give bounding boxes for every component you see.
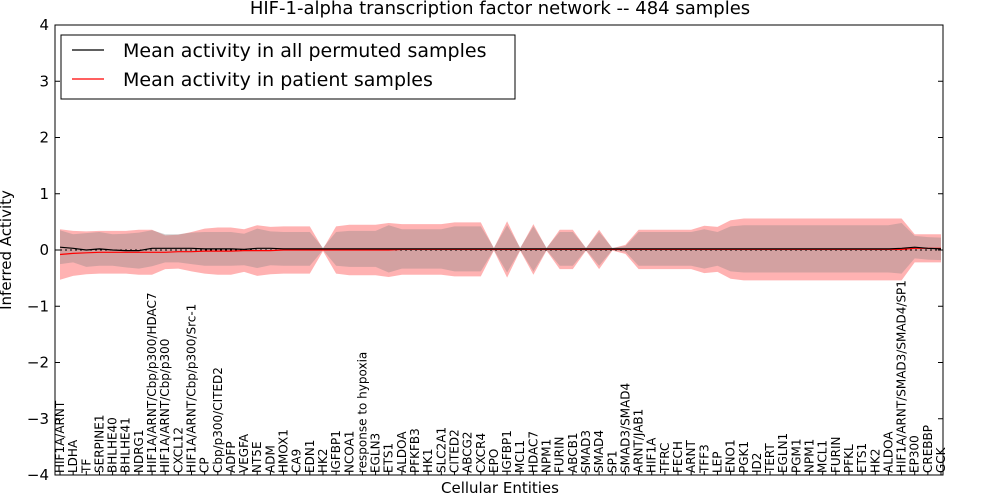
y-tick-label: 0 [39,241,49,259]
x-tick-label: ETS1 [855,443,869,473]
x-tick-label: IGFBP1 [500,430,514,473]
x-tick-label: PFKL [842,444,856,473]
legend-label-patient: Mean activity in patient samples [123,69,433,91]
x-tick-label: SMAD3 [579,430,593,473]
x-tick-label: ABCB1 [566,433,580,473]
x-tick-label: SP1 [605,451,619,474]
x-tick-label: CITED2 [448,429,462,473]
x-tick-label: TF [79,459,93,474]
y-tick-label: −4 [27,466,49,484]
x-tick-label: ID2 [750,453,764,473]
x-tick-label: NT5E [250,441,264,473]
x-tick-label: PGK1 [737,441,751,473]
x-tick-label: EGLN1 [776,433,790,473]
x-tick-label: ADFP [224,441,238,473]
y-tick-label: 3 [39,72,49,90]
x-tick-label: EPO [487,449,501,473]
x-tick-label: HMOX1 [277,429,291,473]
x-tick-label: FURIN [829,436,843,473]
x-tick-label: NCOA1 [342,431,356,473]
x-tick-label: MCL1 [816,440,830,473]
x-tick-label: HK1 [421,448,435,473]
x-tick-label: CXCL12 [171,427,185,473]
x-tick-label: SMAD4 [592,430,606,473]
x-tick-label: LEP [711,451,725,473]
y-tick-label: −3 [27,410,49,428]
x-tick-label: HIF1A/ARNT [53,400,67,473]
x-tick-label: ALDOA [395,431,409,473]
x-tick-label: CA9 [290,449,304,473]
x-tick-label: CREBBP [921,425,935,473]
x-tick-label: HDAC7 [526,431,540,473]
x-tick-label: NPM1 [540,439,554,473]
x-tick-label: SMAD3/SMAD4 [618,383,632,473]
x-tick-label: CXCR4 [474,433,488,473]
x-tick-label: HIF1A [645,437,659,473]
x-tick-label: VEGFA [237,433,251,473]
x-tick-label: LDHA [66,439,80,473]
x-tick-label: FURIN [553,436,567,473]
x-tick-label: ENO1 [724,439,738,473]
y-tick-label: −1 [27,297,49,315]
x-axis-label: Cellular Entities [441,479,559,497]
x-tick-label: ADM [263,445,277,473]
x-tick-label: response to hypoxia [355,352,369,473]
chart-title: HIF-1-alpha transcription factor network… [250,0,750,19]
x-tick-label: EGLN3 [369,433,383,473]
series-lines [59,246,942,256]
x-tick-label: ARNT [684,439,698,473]
x-tick-label: FECH [671,441,685,473]
x-tick-label: ETS1 [382,443,396,473]
x-tick-label: ALDOA [881,431,895,473]
x-tick-label: TERT [763,443,777,474]
y-axis: −4 −3 −2 −1 0 1 2 3 4 [27,16,943,484]
series-line-permuted [59,246,942,252]
x-tick-label: PFKFB3 [408,428,422,473]
x-tick-label: HIF1A/ARNT/Cbp/p300 [158,339,172,473]
x-tick-label: GCK [934,446,948,473]
x-tick-label: EDN1 [303,440,317,473]
y-tick-label: −2 [27,354,49,372]
x-tick-label: ARNT/JAB1 [632,409,646,473]
x-tick-label: TFF3 [697,444,711,474]
y-tick-label: 4 [39,16,49,34]
x-tick-label: IGFBP1 [329,430,343,473]
x-tick-label: Cbp/p300/CITED2 [211,367,225,473]
y-axis-label: Inferred Activity [0,190,15,310]
x-tick-label: BHLHE41 [119,417,133,473]
x-tick-label: PGM1 [789,438,803,473]
x-tick-label: NPM1 [803,439,817,473]
y-tick-label: 1 [39,185,49,203]
x-tick-label: TFRC [658,443,672,474]
x-tick-label: HK2 [868,448,882,473]
x-tick-label: HIF1A/ARNT/Cbp/p300/HDAC7 [145,292,159,473]
x-tick-label: CP [198,457,212,473]
legend-label-permuted: Mean activity in all permuted samples [123,40,486,62]
x-tick-label: HIF1A/ARNT/SMAD3/SMAD4/SP1 [895,280,909,473]
x-tick-label: HK2 [316,448,330,473]
legend-box [60,34,516,100]
x-tick-label: NDRG1 [132,430,146,474]
legend: Mean activity in all permuted samples Me… [60,34,516,100]
y-tick-label: 2 [39,129,49,147]
x-tick-label: BHLHE40 [106,417,120,473]
x-tick-label: EP300 [908,435,922,473]
x-tick-label: MCL1 [513,440,527,473]
x-tick-label: HIF1A/ARNT/Cbp/p300/Src-1 [185,304,199,473]
x-tick-label: ABCG2 [461,431,475,473]
x-tick-label: SLC2A1 [434,427,448,473]
x-tick-label: SERPINE1 [92,414,106,473]
